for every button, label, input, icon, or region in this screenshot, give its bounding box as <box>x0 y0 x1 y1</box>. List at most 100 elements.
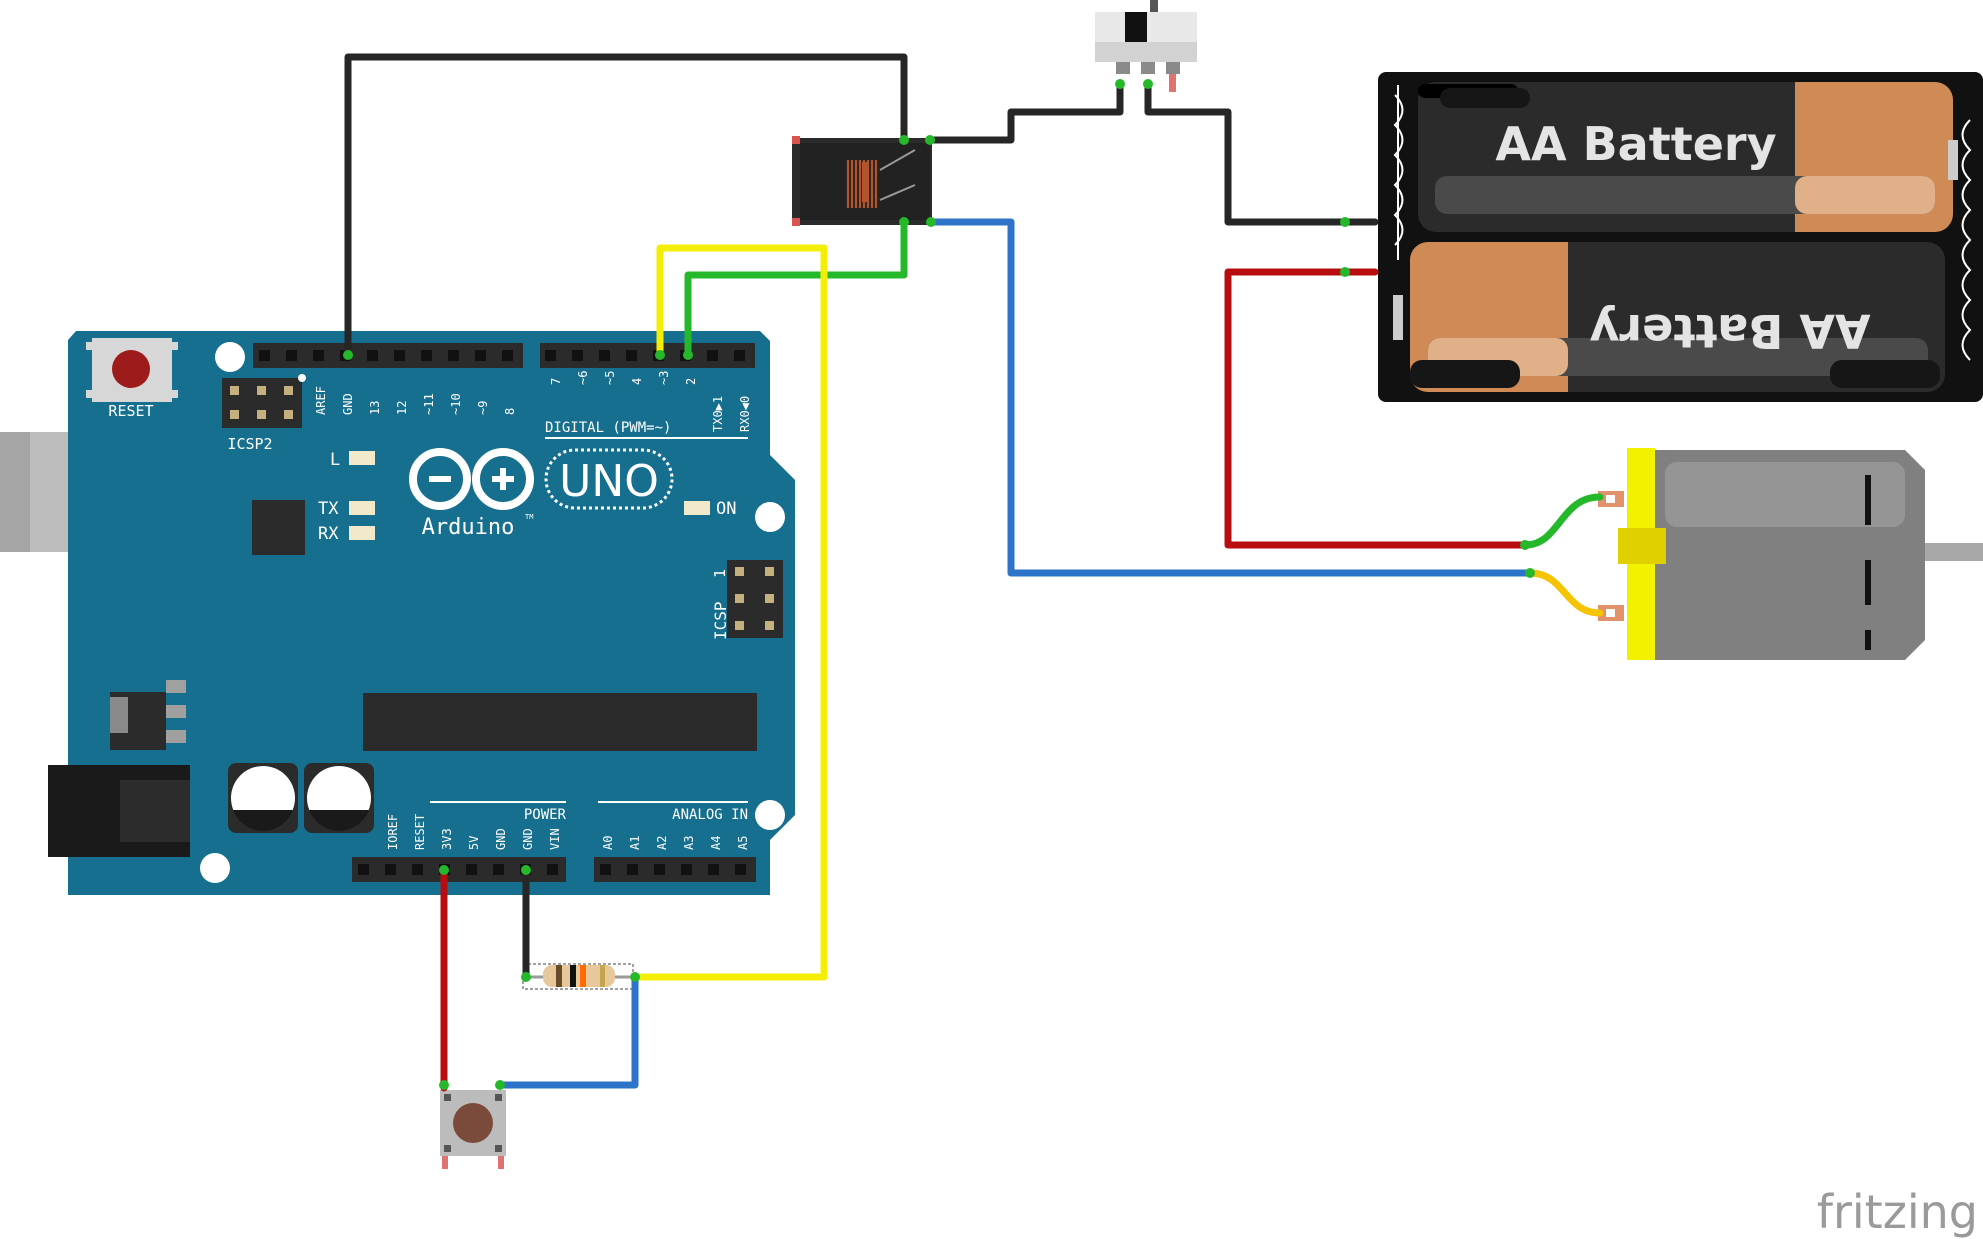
pin-label-3v3: 3V3 <box>440 828 454 850</box>
pin-label-a0: A0 <box>601 836 615 850</box>
reset-button-leg <box>170 390 178 398</box>
reset-label: RESET <box>108 402 153 420</box>
icsp-label: ICSP <box>711 601 730 640</box>
analog-header <box>594 857 756 882</box>
motor-terminal <box>1598 605 1624 621</box>
wire-blue-relay-motor[interactable] <box>927 218 1534 577</box>
arduino-uno-board: RESET ICSP 2 <box>0 331 795 895</box>
wire-green-relay-pin2[interactable] <box>684 218 908 359</box>
header-pin-hole[interactable] <box>735 864 746 875</box>
header-pin-hole[interactable] <box>448 350 459 361</box>
led-tx <box>349 501 375 515</box>
header-pin-hole[interactable] <box>385 864 396 875</box>
pin-label-ioref: IOREF <box>386 814 400 850</box>
usb-connector-shade <box>0 432 30 552</box>
led-on-label: ON <box>716 499 736 519</box>
header-pin-hole[interactable] <box>547 864 558 875</box>
header-pin-hole[interactable] <box>394 350 405 361</box>
header-pin-hole[interactable] <box>627 864 638 875</box>
digital-pin-labels: AREF GND 13 12 ~11 ~10 ~9 8 7 ~6 ~5 4 ~3… <box>314 371 752 432</box>
pin-label-8: 8 <box>503 408 517 415</box>
pin-label-5v: 5V <box>467 836 481 850</box>
resistor <box>522 963 634 990</box>
reset-button-leg <box>86 342 94 350</box>
wire-yellow-pin3-resistor[interactable] <box>630 244 828 981</box>
reset-button[interactable] <box>112 350 150 388</box>
pin-label-5: ~5 <box>603 371 617 385</box>
pin-label-a4: A4 <box>709 836 723 850</box>
pin-label-12: 12 <box>395 401 409 415</box>
header-pin-hole[interactable] <box>412 864 423 875</box>
wire-red-battery-motor[interactable] <box>1224 268 1529 549</box>
header-pin-hole[interactable] <box>681 864 692 875</box>
slide-switch[interactable] <box>1095 0 1197 92</box>
pin-label-2: 2 <box>684 378 698 385</box>
wire-black-relay-switch[interactable] <box>926 80 1124 144</box>
capacitor <box>228 763 298 833</box>
analog-pin-labels: A0 A1 A2 A3 A4 A5 <box>601 836 750 850</box>
header-pin-hole[interactable] <box>421 350 432 361</box>
header-pin-hole[interactable] <box>626 350 637 361</box>
battery-spring <box>1393 85 1404 260</box>
mount-hole <box>215 342 245 372</box>
header-pin-hole[interactable] <box>502 350 513 361</box>
header-pin-hole[interactable] <box>286 350 297 361</box>
header-pin-hole[interactable] <box>707 350 718 361</box>
pin-label-10: ~10 <box>449 393 463 415</box>
voltage-regulator <box>110 680 186 750</box>
icsp2-header <box>222 374 306 428</box>
power-jack-inner <box>120 780 190 842</box>
pin-label-6: ~6 <box>576 371 590 385</box>
relay <box>792 136 932 226</box>
pin-label-13: 13 <box>368 401 382 415</box>
wire-black-gnd-relay[interactable] <box>344 53 908 354</box>
header-pin-hole[interactable] <box>313 350 324 361</box>
pin-label-gnd: GND <box>521 828 535 850</box>
header-pin-hole[interactable] <box>545 350 556 361</box>
arduino-tm: TM <box>525 513 533 521</box>
battery-cell-top <box>1418 82 1958 232</box>
header-pin-hole[interactable] <box>654 864 665 875</box>
usb-chip <box>252 500 305 555</box>
analog-label: ANALOG IN <box>672 807 748 823</box>
power-label: POWER <box>524 807 567 823</box>
relay-coil <box>846 160 878 208</box>
battery-spring <box>1961 119 1972 361</box>
wire-blue-button-resistor[interactable] <box>496 973 639 1089</box>
wire-black-switch-battery[interactable] <box>1144 80 1379 226</box>
mount-hole <box>200 853 230 883</box>
wire-yellow-motor-lead[interactable] <box>1526 569 1604 617</box>
header-pin-hole[interactable] <box>259 350 270 361</box>
reset-button-leg <box>170 342 178 350</box>
header-pin-hole[interactable] <box>466 864 477 875</box>
header-pin-hole[interactable] <box>599 350 610 361</box>
push-button[interactable] <box>440 1090 506 1169</box>
digital-label: DIGITAL (PWM=~) <box>545 420 671 436</box>
header-pin-hole[interactable] <box>493 864 504 875</box>
power-pin-labels: IOREF RESET 3V3 5V GND GND VIN <box>386 814 562 850</box>
pin-label-7: 7 <box>549 378 563 385</box>
mount-hole <box>755 800 785 830</box>
header-pin-hole[interactable] <box>600 864 611 875</box>
wire-green-motor-lead[interactable] <box>1521 493 1604 549</box>
icsp-header <box>727 560 783 638</box>
uno-text: UNO <box>559 456 659 507</box>
power-header <box>352 857 566 882</box>
pin-label-a5: A5 <box>736 836 750 850</box>
wire-endpoints <box>343 79 1535 1090</box>
header-pin-hole[interactable] <box>475 350 486 361</box>
header-pin-hole[interactable] <box>708 864 719 875</box>
header-pin-hole[interactable] <box>734 350 745 361</box>
pin-label-4: 4 <box>630 378 644 385</box>
pin-label-gnd: GND <box>341 393 355 415</box>
pin-label-aref: AREF <box>314 386 328 415</box>
arduino-logo <box>409 448 674 510</box>
pin-label-a2: A2 <box>655 836 669 850</box>
led-on <box>684 501 710 515</box>
header-pin-hole[interactable] <box>367 350 378 361</box>
pin-label-11: ~11 <box>422 393 436 415</box>
header-pin-hole[interactable] <box>572 350 583 361</box>
pin-label-vin: VIN <box>548 828 562 850</box>
header-pin-hole[interactable] <box>358 864 369 875</box>
